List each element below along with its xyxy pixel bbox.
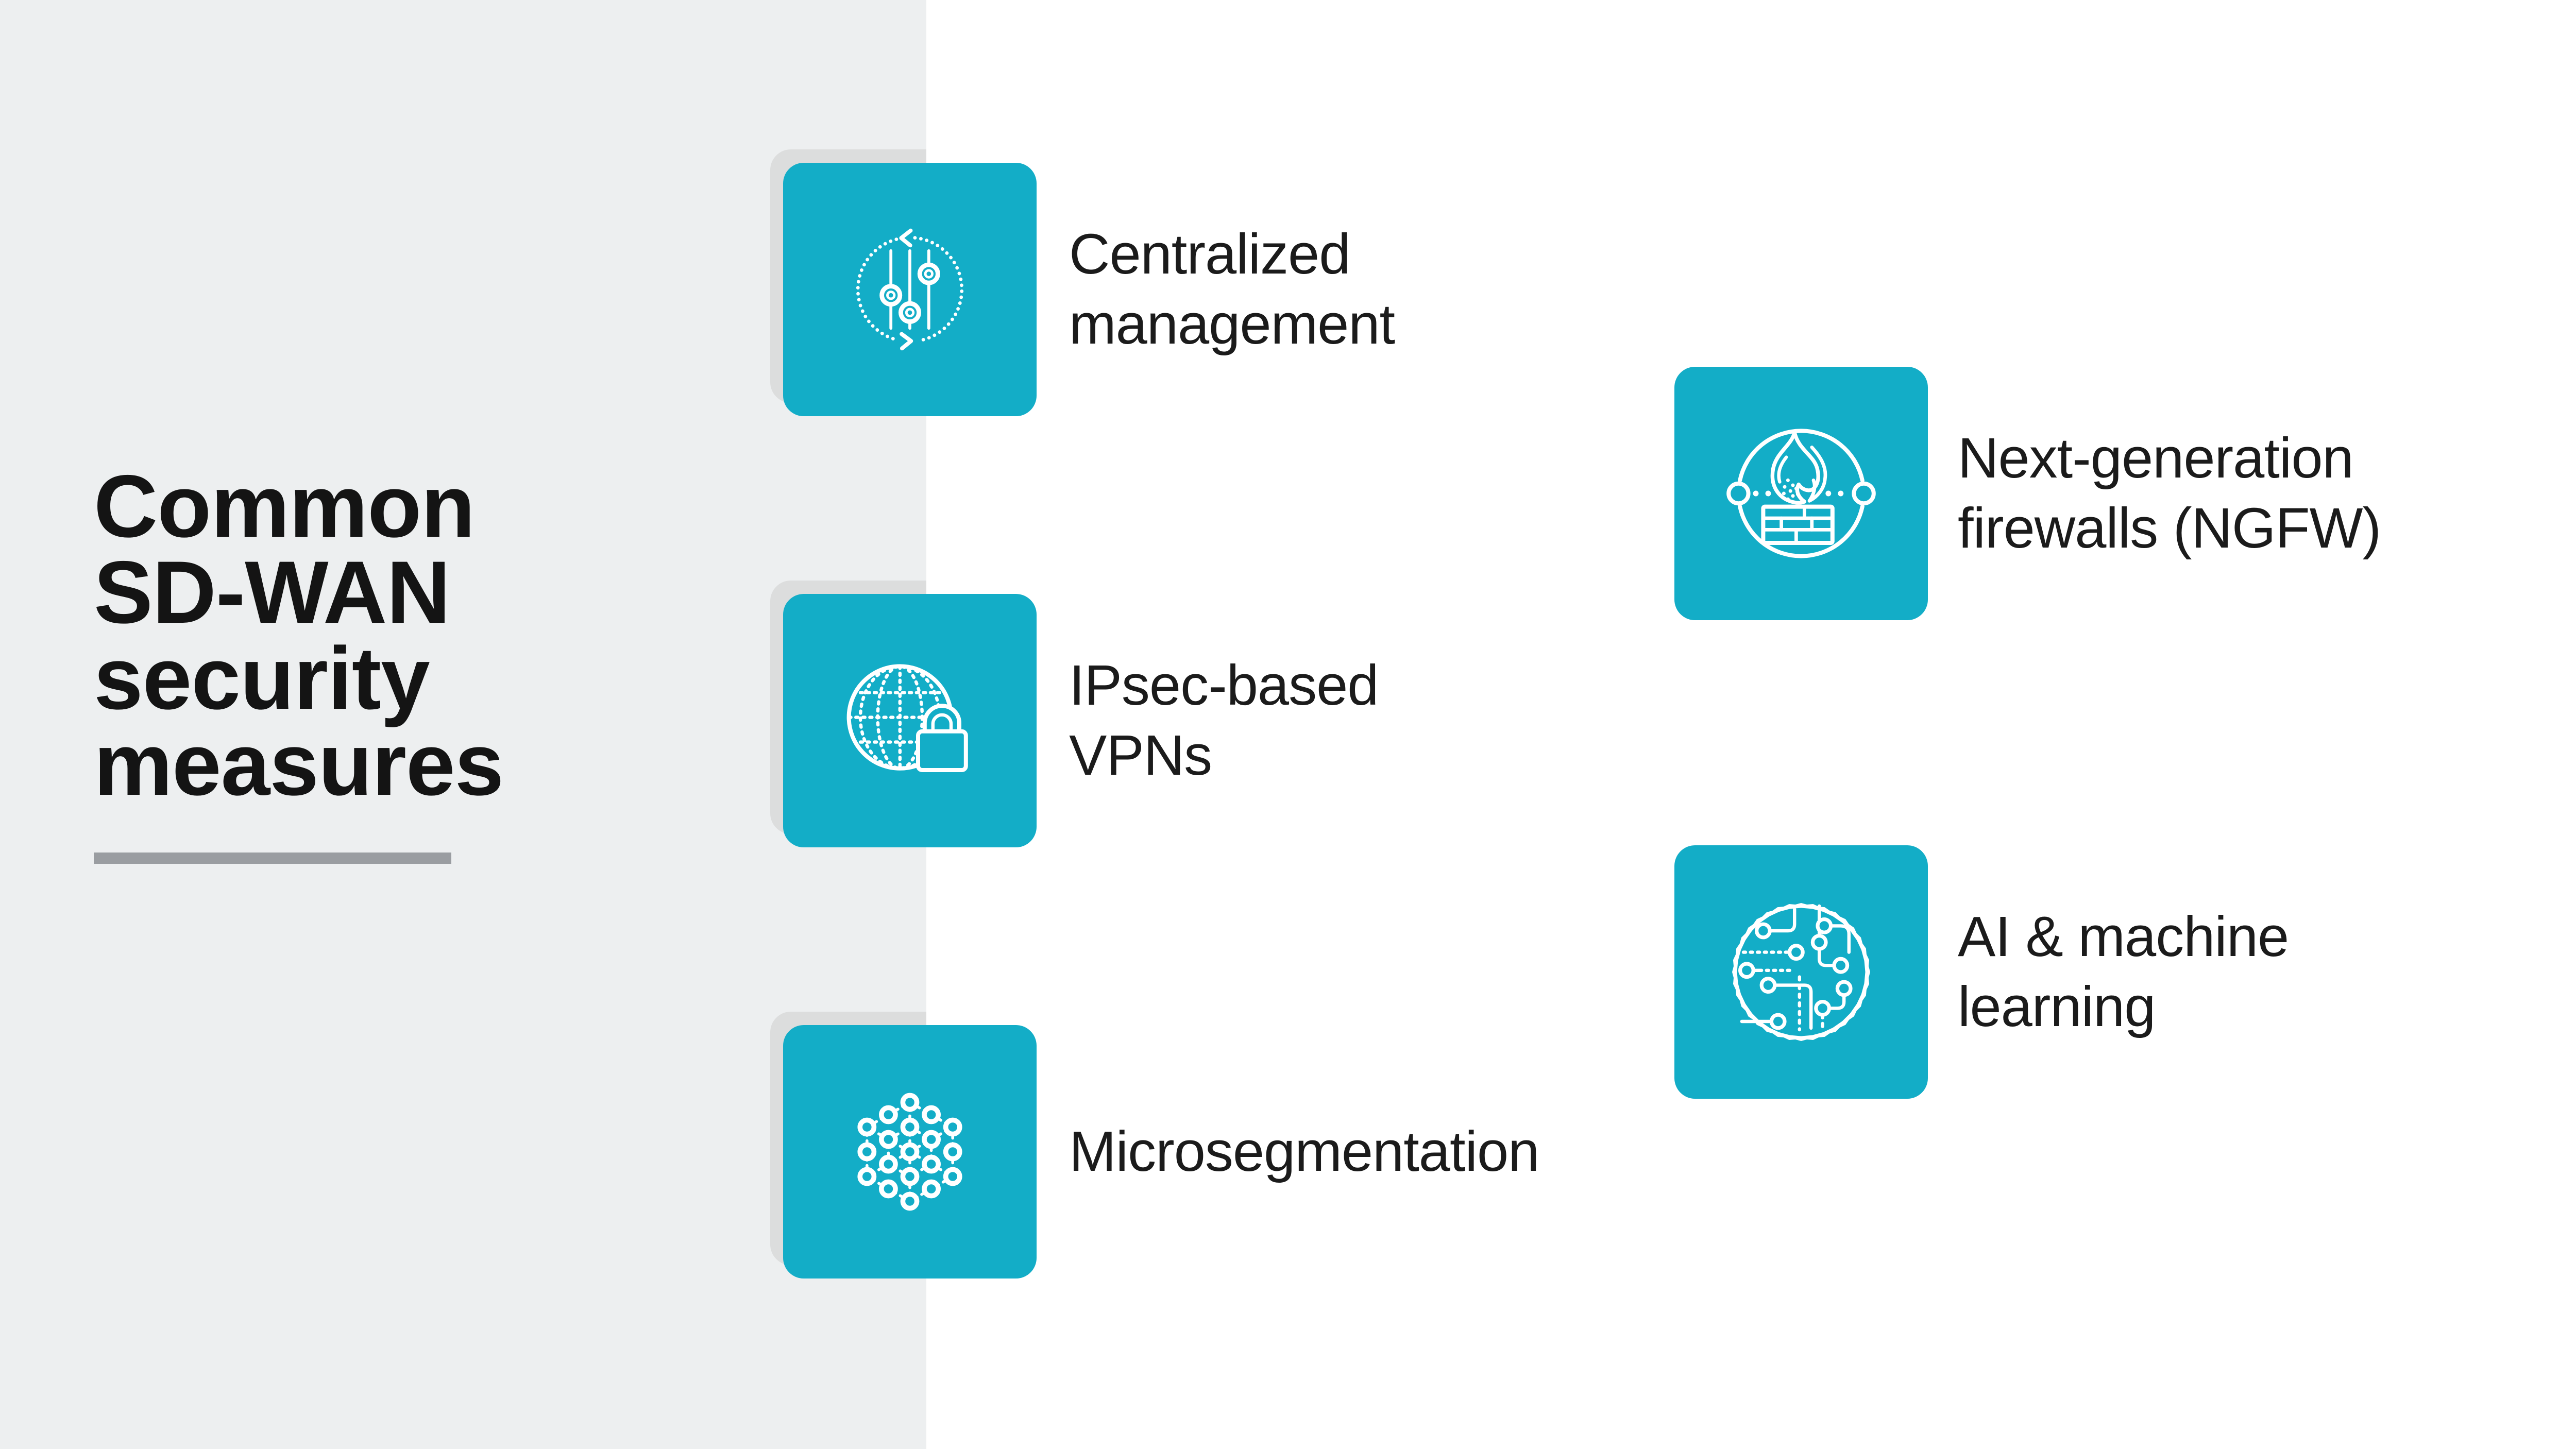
segmented-network-dots-icon: [857, 1093, 962, 1211]
label-microsegmentation: Microsegmentation: [1069, 1120, 1539, 1183]
control-sliders-sync-icon: [856, 228, 964, 351]
tile-ngfw: [1674, 367, 1928, 620]
globe-lock-icon: [846, 664, 968, 772]
label-ngfw: Next-generation firewalls (NGFW): [1958, 427, 2381, 560]
tile-centralized-management: [783, 163, 1037, 416]
label-centralized-management: Centralized management: [1069, 223, 1395, 356]
page-title: Common SD-WAN security measures: [94, 457, 504, 814]
label-ai-ml: AI & machine learning: [1958, 905, 2289, 1038]
tile-ai-ml: [1674, 845, 1928, 1099]
label-ipsec-vpns: IPsec-based VPNs: [1069, 654, 1379, 787]
tile-microsegmentation: [783, 1025, 1037, 1278]
ai-circuit-brain-icon: [1732, 902, 1871, 1042]
title-underline: [94, 853, 451, 864]
tile-ipsec-vpns: [783, 594, 1037, 847]
firewall-flame-icon: [1726, 429, 1876, 558]
